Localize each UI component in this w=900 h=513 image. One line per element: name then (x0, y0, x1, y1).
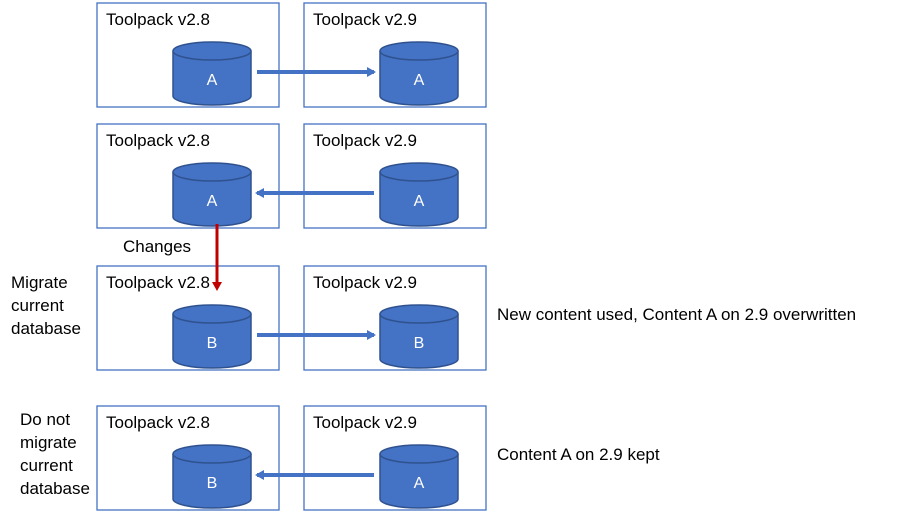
database-v29: A (379, 444, 459, 509)
database-cylinder-body (172, 454, 252, 509)
database-v28: A (172, 41, 252, 106)
toolpack-v29-title: Toolpack v2.9 (313, 131, 417, 150)
database-cylinder-body (379, 172, 459, 227)
database-cylinder-top (379, 444, 459, 464)
database-cylinder-top (172, 41, 252, 61)
side-label-line: database (11, 319, 81, 338)
database-label: B (207, 335, 218, 352)
scenario-row-4: Toolpack v2.8 Toolpack v2.9B A Do not migrat… (20, 405, 660, 511)
toolpack-v28-title: Toolpack v2.8 (106, 413, 210, 432)
database-cylinder-body (379, 454, 459, 509)
side-label-line: database (20, 479, 90, 498)
database-v29: B (379, 304, 459, 369)
outcome-note: New content used, Content A on 2.9 overw… (497, 305, 856, 324)
toolpack-v29-title: Toolpack v2.9 (313, 10, 417, 29)
database-label: A (414, 193, 425, 210)
database-label: A (207, 193, 218, 210)
database-cylinder-top (379, 41, 459, 61)
scenario-row-2: Toolpack v2.8 Toolpack v2.9A A (96, 123, 487, 229)
database-cylinder-body (379, 51, 459, 106)
database-label: B (207, 475, 218, 492)
database-cylinder-body (172, 51, 252, 106)
scenario-row-3: Toolpack v2.8 Toolpack v2.9B B Migrate curre… (11, 265, 856, 371)
database-v28: B (172, 444, 252, 509)
side-label-line: current (11, 296, 64, 315)
database-cylinder-top (379, 304, 459, 324)
side-label-line: migrate (20, 433, 77, 452)
side-label-line: current (20, 456, 73, 475)
changes-label: Changes (123, 237, 191, 256)
database-cylinder-top (172, 162, 252, 182)
database-v29: A (379, 41, 459, 106)
database-v28: A (172, 162, 252, 227)
database-cylinder-body (172, 172, 252, 227)
side-label-line: Do not (20, 410, 70, 429)
database-cylinder-top (172, 444, 252, 464)
scenario-row-1: Toolpack v2.8 Toolpack v2.9A A (96, 2, 487, 108)
database-label: A (414, 72, 425, 89)
toolpack-v29-title: Toolpack v2.9 (313, 273, 417, 292)
toolpack-v29-title: Toolpack v2.9 (313, 413, 417, 432)
database-cylinder-top (172, 304, 252, 324)
database-label: B (414, 335, 425, 352)
database-cylinder-body (379, 314, 459, 369)
toolpack-v28-title: Toolpack v2.8 (106, 273, 210, 292)
changes-annotation: Changes (123, 224, 222, 291)
outcome-note: Content A on 2.9 kept (497, 445, 660, 464)
database-label: A (414, 475, 425, 492)
toolpack-v28-title: Toolpack v2.8 (106, 10, 210, 29)
toolpack-v28-title: Toolpack v2.8 (106, 131, 210, 150)
database-v28: B (172, 304, 252, 369)
database-cylinder-top (379, 162, 459, 182)
database-cylinder-body (172, 314, 252, 369)
side-label-line: Migrate (11, 273, 68, 292)
database-label: A (207, 72, 218, 89)
database-v29: A (379, 162, 459, 227)
